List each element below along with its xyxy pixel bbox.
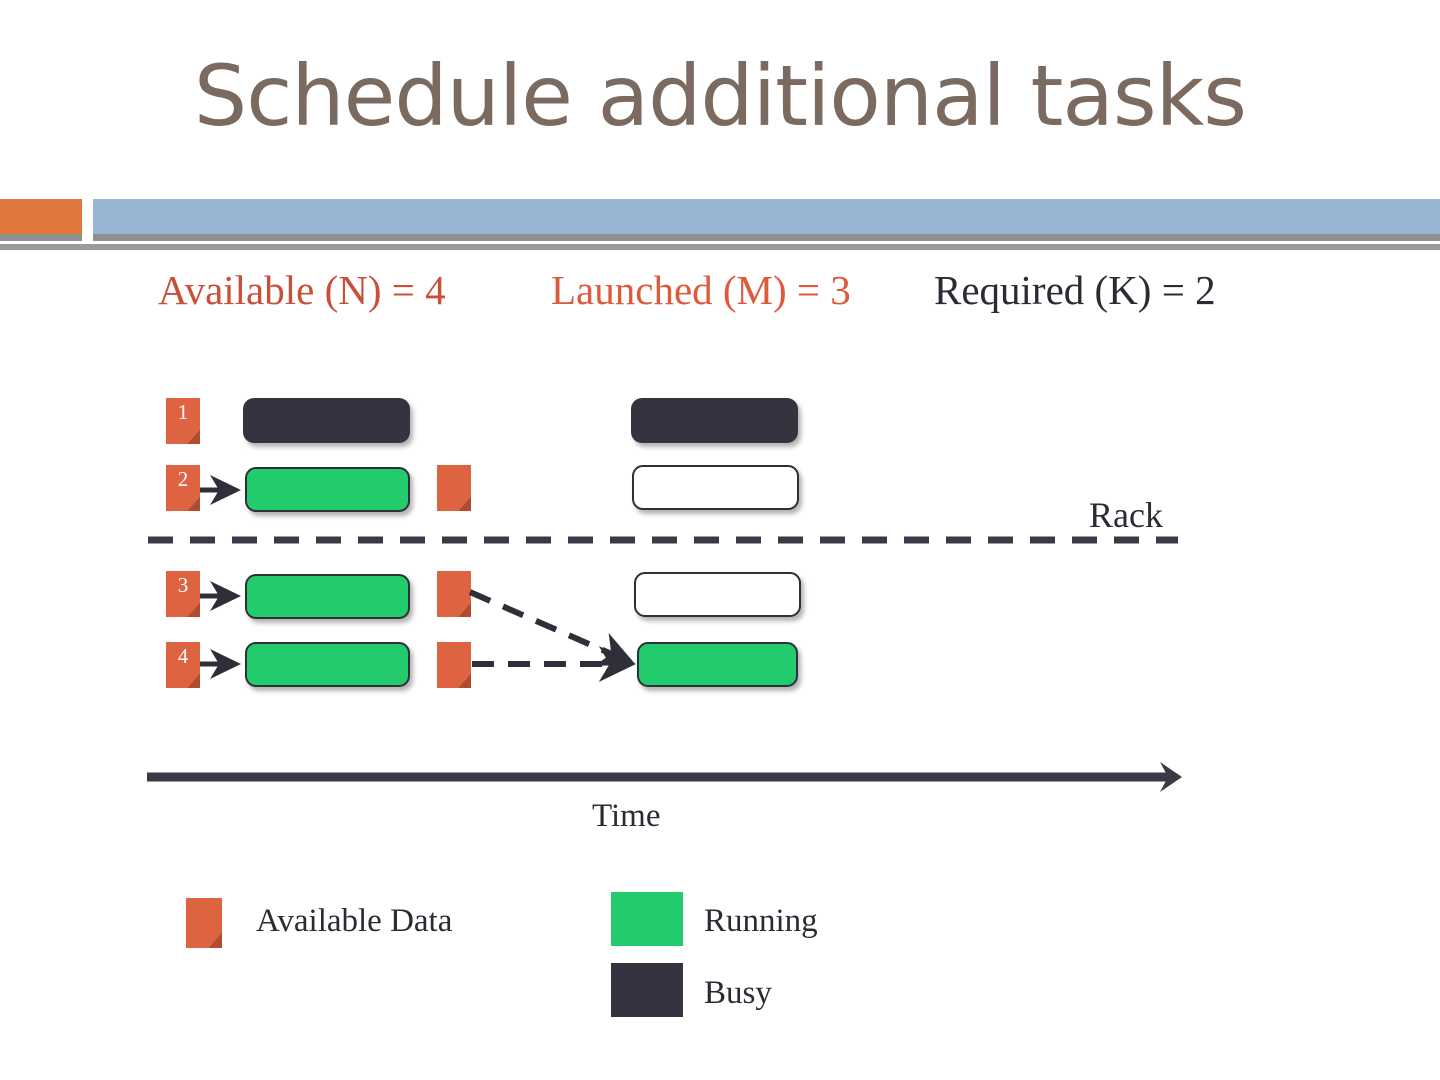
data-icon-node-3: 3 bbox=[166, 571, 200, 617]
page-title: Schedule additional tasks bbox=[193, 47, 1247, 145]
node-number-label: 3 bbox=[177, 573, 189, 597]
legend-label-busy: Busy bbox=[704, 975, 772, 1011]
legend-label-running: Running bbox=[704, 903, 818, 939]
legend-swatch-busy bbox=[611, 963, 683, 1017]
status-required: Required (K) = 2 bbox=[934, 267, 1216, 313]
node-number-label: 2 bbox=[177, 467, 189, 491]
task-block-row1-slot2-busy bbox=[631, 398, 798, 443]
node-number-label: 4 bbox=[177, 644, 189, 668]
data-icon-node-2: 2 bbox=[166, 465, 200, 511]
legend-data-icon bbox=[186, 898, 222, 948]
legend-label-available-data: Available Data bbox=[256, 903, 453, 939]
time-axis-label: Time bbox=[592, 798, 661, 834]
header-accent-orange-shadow bbox=[0, 234, 82, 241]
data-icon-node-1: 1 bbox=[166, 398, 200, 444]
data-icon-row3-slot2 bbox=[437, 571, 471, 617]
legend-swatch-running bbox=[611, 892, 683, 946]
task-block-row4-slot2-running bbox=[637, 642, 798, 687]
data-icon-row4-slot2 bbox=[437, 642, 471, 688]
header-accent-blue-shadow bbox=[93, 234, 1440, 241]
task-block-row3-slot2-idle bbox=[634, 572, 801, 617]
status-launched: Launched (M) = 3 bbox=[551, 267, 851, 313]
data-icon-row2-slot2 bbox=[437, 465, 471, 511]
arrow-schedule-row3-to-row4slot2 bbox=[468, 589, 636, 666]
task-block-row4-slot1-running bbox=[245, 642, 410, 687]
status-available: Available (N) = 4 bbox=[158, 267, 446, 313]
task-block-row1-slot1-busy bbox=[243, 398, 410, 443]
node-number-label: 1 bbox=[177, 400, 189, 424]
header-divider-rule bbox=[0, 244, 1440, 250]
task-block-row3-slot1-running bbox=[245, 574, 410, 619]
time-axis-arrowhead bbox=[1160, 762, 1182, 792]
task-block-row2-slot2-idle bbox=[632, 465, 799, 510]
rack-label: Rack bbox=[1089, 495, 1163, 535]
data-icon-node-4: 4 bbox=[166, 642, 200, 688]
task-block-row2-slot1-running bbox=[245, 467, 410, 512]
